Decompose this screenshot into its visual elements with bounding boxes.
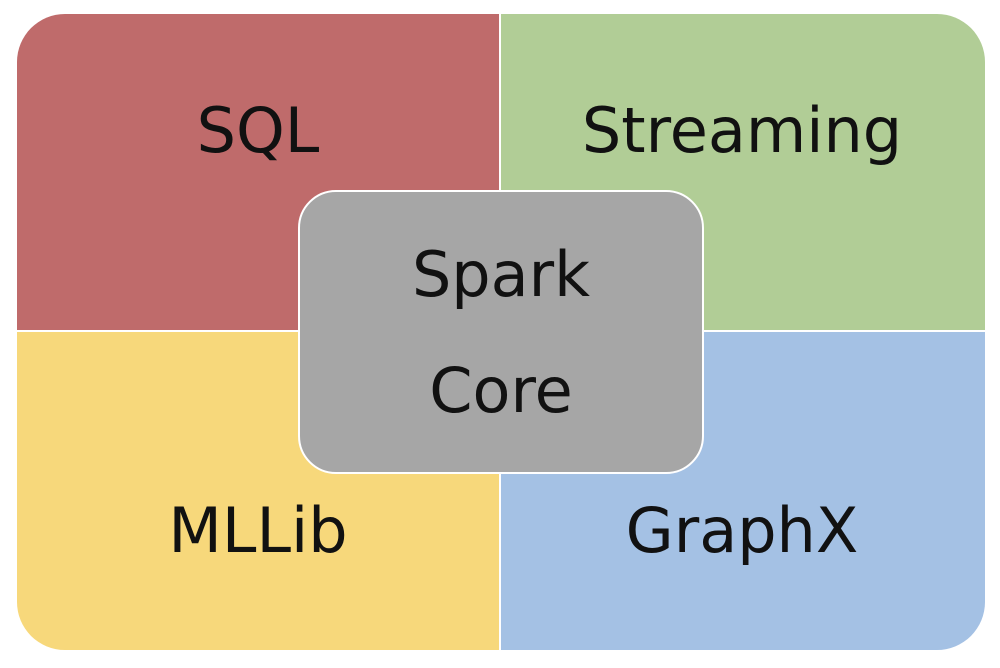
sql-label: SQL [196, 94, 320, 167]
graphx-label: GraphX [625, 494, 859, 567]
streaming-label: Streaming [581, 94, 903, 167]
mllib-label: MLLib [168, 494, 348, 567]
spark-core-label-line2: Core [429, 354, 573, 427]
spark-core-box: Spark Core [298, 190, 704, 474]
spark-core-label-line1: Spark [411, 238, 591, 311]
